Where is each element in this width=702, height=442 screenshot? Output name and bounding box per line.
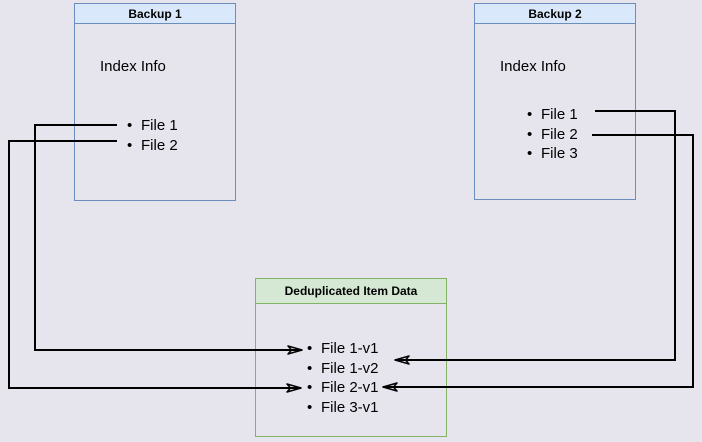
backup1-index-info-label: Index Info xyxy=(100,58,166,75)
backup2-list-item-file2: File 2 xyxy=(527,125,578,145)
backup2-box: Backup 2 Index Info File 1 File 2 File 3 xyxy=(474,3,636,200)
backup1-header: Backup 1 xyxy=(75,4,235,24)
dedup-list-item-file1v2: File 1-v2 xyxy=(307,359,379,379)
dedup-title: Deduplicated Item Data xyxy=(284,284,418,298)
backup1-list-item-file1: File 1 xyxy=(127,116,178,136)
backup2-index-info-label: Index Info xyxy=(500,58,566,75)
backup2-list-item-file3: File 3 xyxy=(527,144,578,164)
dedup-list-item-file1v1: File 1-v1 xyxy=(307,339,379,359)
dedup-header: Deduplicated Item Data xyxy=(256,279,446,304)
backup1-file-list: File 1 File 2 xyxy=(127,116,178,155)
backup2-list-item-file1: File 1 xyxy=(527,105,578,125)
backup1-list-item-file2: File 2 xyxy=(127,136,178,156)
backup2-title: Backup 2 xyxy=(528,6,582,21)
dedup-list-item-file2v1: File 2-v1 xyxy=(307,378,379,398)
dedup-list-item-file3v1: File 3-v1 xyxy=(307,398,379,418)
backup1-box: Backup 1 Index Info File 1 File 2 xyxy=(74,3,236,201)
dedup-file-list: File 1-v1 File 1-v2 File 2-v1 File 3-v1 xyxy=(307,339,379,417)
backup2-file-list: File 1 File 2 File 3 xyxy=(527,105,578,164)
backup1-title: Backup 1 xyxy=(128,6,182,21)
dedup-box: Deduplicated Item Data File 1-v1 File 1-… xyxy=(255,278,447,437)
backup2-header: Backup 2 xyxy=(475,4,635,24)
